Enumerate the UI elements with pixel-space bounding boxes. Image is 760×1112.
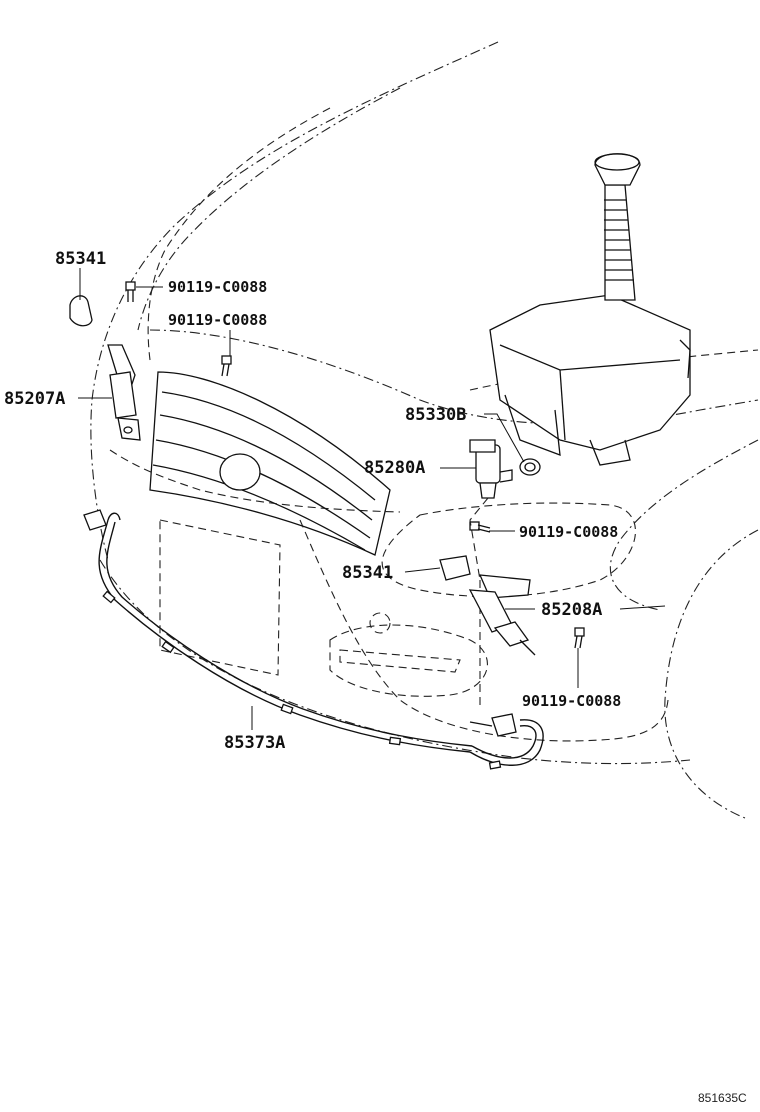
bolt-right-lower <box>574 627 585 649</box>
filler-neck <box>604 184 636 301</box>
grommet-outer <box>519 458 541 476</box>
callout-90119-c0088-right: 90119-C0088 <box>519 523 618 541</box>
emblem <box>219 453 261 491</box>
washer-tank-mount <box>589 439 631 466</box>
washer-tank-bracket <box>504 394 561 456</box>
right-nozzle-tip <box>493 621 530 647</box>
grille-bar-2 <box>159 414 373 521</box>
washer-hose-left-end <box>107 512 121 521</box>
hood-inner-line <box>137 87 401 331</box>
left-nozzle-port <box>123 426 133 434</box>
bumper-lower-line <box>99 559 691 765</box>
left-nozzle-body <box>109 371 137 419</box>
bolt-mid-left <box>221 355 232 377</box>
grille-bar-3 <box>155 439 371 539</box>
washer-pump-top <box>469 439 496 453</box>
callout-90119-c0088-second: 90119-C0088 <box>168 311 267 329</box>
windshield-line <box>469 349 759 391</box>
callout-85208a: 85208A <box>541 600 602 620</box>
right-nozzle-hose-stub <box>519 639 536 656</box>
callout-90119-c0088-top: 90119-C0088 <box>168 278 267 296</box>
washer-tank-side <box>559 369 566 441</box>
hood-panel-line <box>147 107 331 361</box>
bolt-top-left <box>125 281 136 302</box>
filler-cap-top <box>594 153 640 171</box>
fog-lamp-slot <box>339 649 461 673</box>
pump-feed-line <box>469 497 489 581</box>
left-nozzle-cover <box>69 295 93 327</box>
washer-hose-main <box>98 519 471 753</box>
fog-lamp-recess <box>329 624 488 697</box>
callout-85373a: 85373A <box>224 733 285 753</box>
grille-bar-1 <box>161 391 376 501</box>
washer-hose-assembly <box>83 497 544 770</box>
hose-clip-5 <box>488 760 502 770</box>
right-nozzle-cover <box>439 555 471 581</box>
front-grille <box>149 371 391 556</box>
grille-outline <box>149 371 391 556</box>
hose-joint-right-connector <box>469 721 493 727</box>
left-nozzle-tip <box>117 417 141 441</box>
hose-clip-2 <box>161 640 175 654</box>
pump-grommet <box>519 458 541 476</box>
washer-tank-assembly <box>489 153 691 466</box>
right-fender-line <box>609 439 759 611</box>
callout-85341-left: 85341 <box>55 249 106 269</box>
callout-90119-c0088-bottom: 90119-C0088 <box>522 692 621 710</box>
filler-neck-ribs <box>604 199 634 281</box>
callout-85330b: 85330B <box>405 405 466 425</box>
washer-tank <box>489 294 691 451</box>
tank-pipe <box>679 339 691 379</box>
bumper-right-line <box>299 519 669 742</box>
fog-lamp-circle <box>369 612 391 634</box>
grille-bar-4 <box>152 464 366 551</box>
hose-clip-4 <box>388 736 402 746</box>
diagram-reference-code: 851635C <box>698 1091 747 1105</box>
license-plate-area <box>159 519 281 676</box>
washer-hose-right-loop-inner <box>471 725 537 759</box>
leader-lines <box>78 268 666 730</box>
right-nozzle-assembly <box>468 574 536 656</box>
washer-pump-outlet <box>499 469 513 483</box>
bumper-upper-line <box>109 449 401 513</box>
washer-pump <box>469 439 513 499</box>
hose-clip-1 <box>102 590 116 604</box>
callout-85280a: 85280A <box>364 458 425 478</box>
washer-pump-nozzle <box>479 482 497 499</box>
hose-joint-left <box>83 509 107 531</box>
callout-85341-right: 85341 <box>342 563 393 583</box>
hose-clip-3 <box>280 703 294 715</box>
hood-edge-line <box>90 41 499 561</box>
bolt-right-upper <box>469 521 491 533</box>
wheel-arch-line <box>664 529 759 819</box>
headlamp-outline <box>381 502 636 598</box>
grommet-inner <box>524 462 536 472</box>
hose-joint-right <box>491 713 517 737</box>
callout-85207a: 85207A <box>4 389 65 409</box>
left-nozzle-assembly <box>107 344 141 441</box>
washer-hose-main-inner <box>106 521 473 747</box>
